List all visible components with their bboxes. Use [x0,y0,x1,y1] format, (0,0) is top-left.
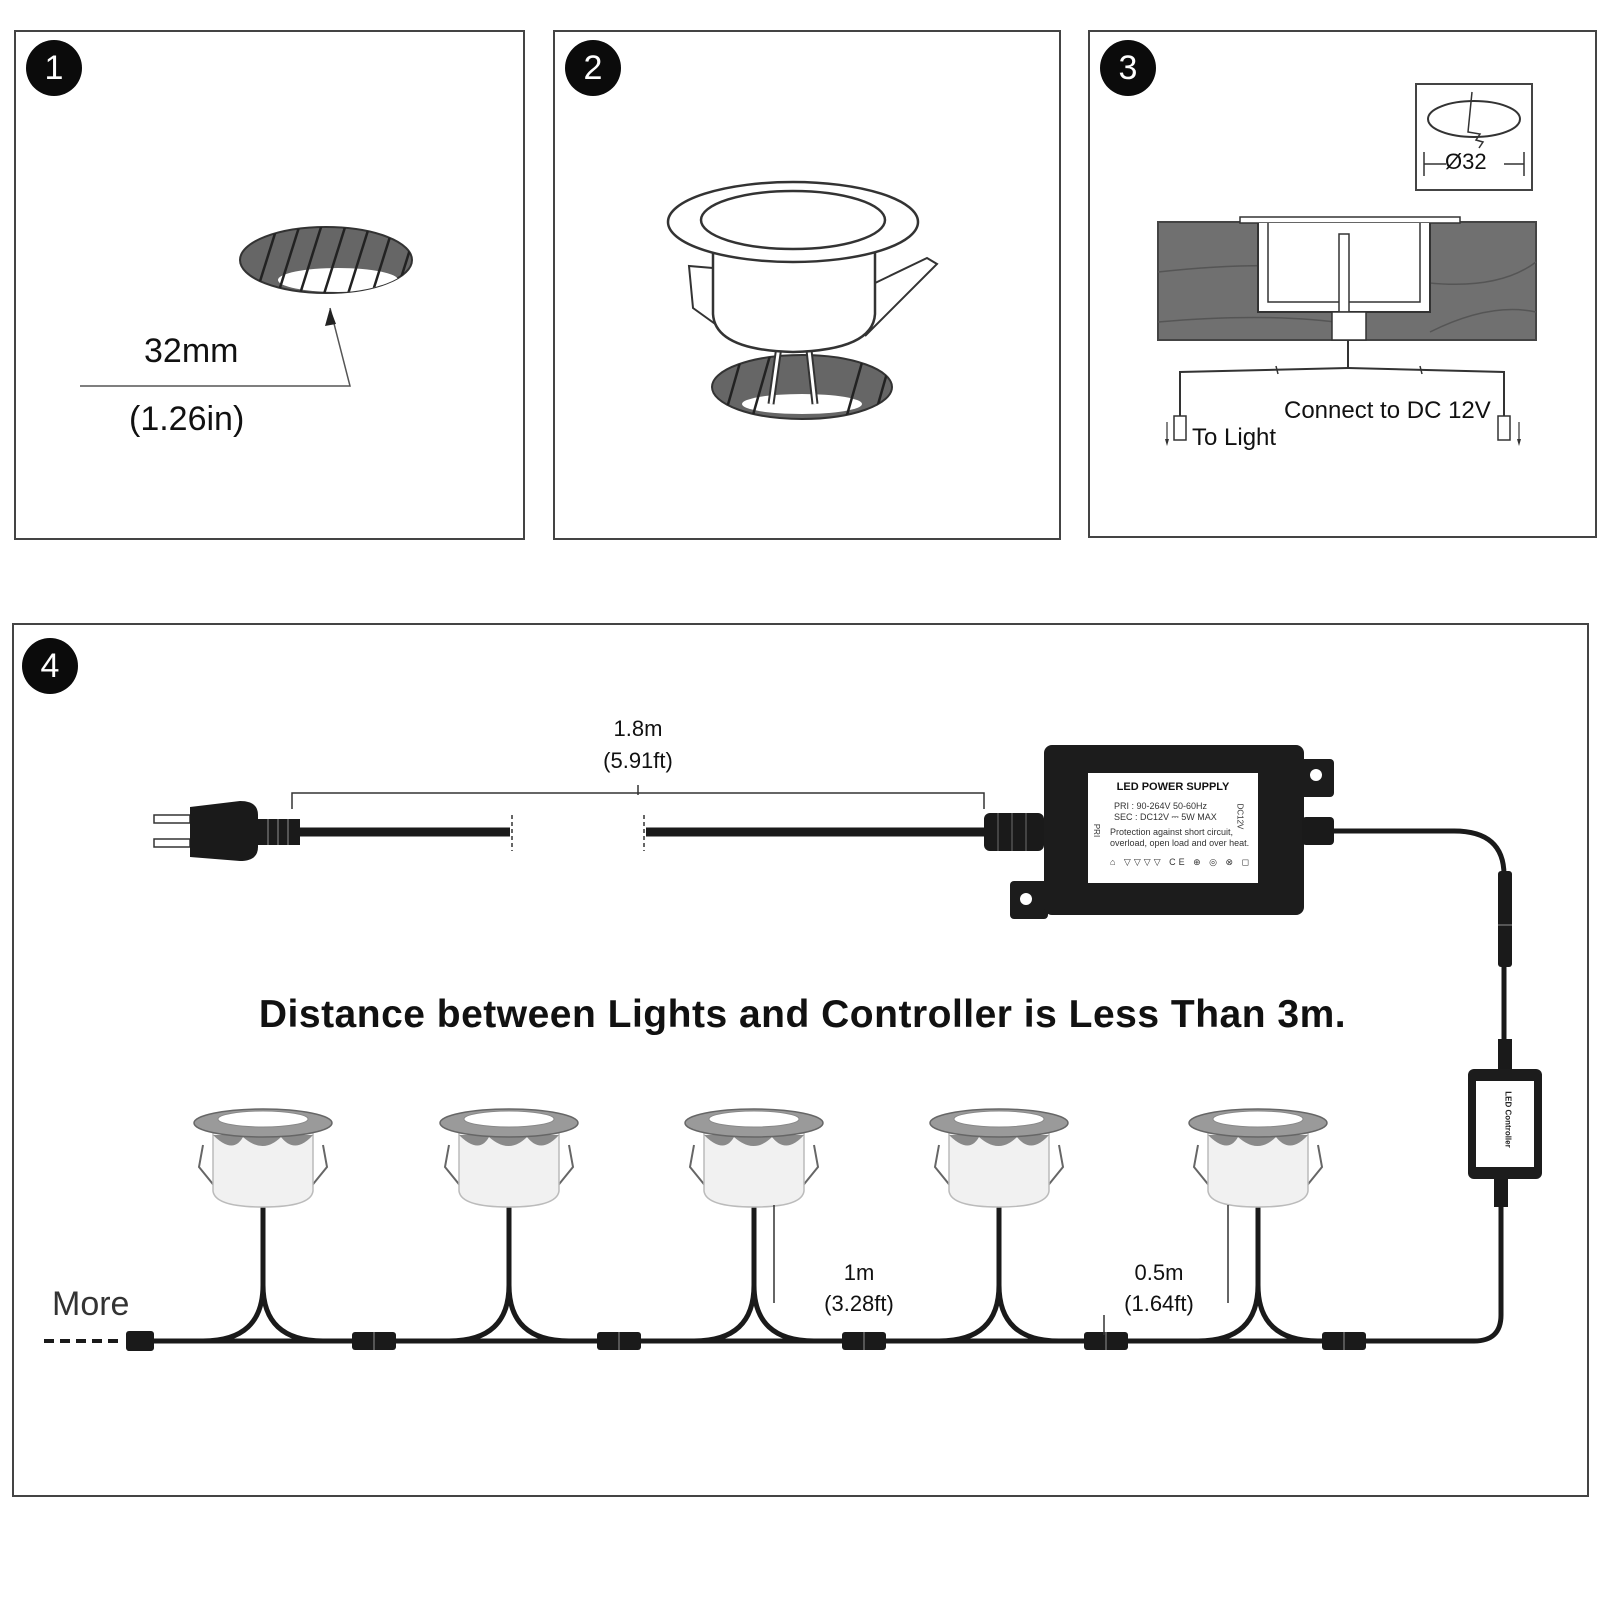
spacing-short-imperial: (1.64ft) [1124,1291,1194,1316]
deck-light-lens [463,1110,555,1128]
light-shadow [459,1135,559,1146]
deck-light-body [458,1132,560,1208]
insert-light-diagram [666,180,939,420]
deck-light-body [1207,1132,1309,1208]
step-4-badge: 4 [22,638,78,694]
power-supply-label: LED POWER SUPPLY PRI : 90-264V 50-60Hz S… [1088,773,1258,883]
light-body [711,240,877,354]
cable-length-imperial: (5.91ft) [603,748,673,773]
deck-light-body [948,1132,1050,1208]
spacing-long-metric: 1m [843,1260,875,1285]
power-supply-output-label: DC12V [1235,803,1245,830]
deck-light-body [703,1132,805,1208]
certification-icons: ⌂ ▽▽▽▽ CE ⊕ ◎ ⊗ ◻ [1110,857,1253,867]
deck-light-lens [708,1110,800,1128]
light-cable-out [996,1205,1060,1344]
light-cable-in [202,1205,266,1344]
hole-diagram [80,226,413,387]
hole-size-metric: 32mm [144,332,239,370]
controller-label: LED Controller [1503,1091,1513,1148]
more-label: More [52,1285,130,1323]
step-1-panel: 1 32mm (1.26in) [14,30,525,540]
power-supply-protection-2: overload, open load and over heat. [1110,838,1250,848]
hole-diameter-label: Ø32 [1445,149,1487,174]
wiring-diagram [1157,83,1537,446]
plug-to-power [1497,415,1511,441]
power-supply-protection-1: Protection against short circuit, [1110,827,1234,837]
light-lens [699,189,887,251]
arrow-icon [325,308,336,326]
power-supply-pri: PRI : 90-264V 50-60Hz [1114,801,1208,811]
cable-length-metric: 1.8m [613,716,663,741]
led-controller [1468,1039,1542,1207]
light-cable-in [448,1205,512,1344]
power-supply-sec: SEC : DC12V ⎓ 5W MAX [1114,812,1217,822]
light-cable-in [693,1205,757,1344]
light-shadow [1208,1135,1308,1146]
installation-layout [44,745,1542,1351]
step-4-panel: 4 [12,623,1589,1497]
light-cable-out [751,1205,815,1344]
step-3-badge: 3 [1100,40,1156,96]
hole-size-imperial: (1.26in) [129,400,245,438]
power-plug [153,801,300,861]
to-light-label: To Light [1192,424,1277,451]
led-power-supply [1010,745,1334,919]
step-3-panel: 3 Ø32 To Light Connect to DC 12V [1088,30,1597,538]
deck-light-body [212,1132,314,1208]
light-cable-in [938,1205,1002,1344]
spacing-long-imperial: (3.28ft) [824,1291,894,1316]
light-cable-out [506,1205,570,1344]
light-shadow [704,1135,804,1146]
deck-light-lens [1212,1110,1304,1128]
light-cable-out [1255,1205,1319,1344]
spacing-short-metric: 0.5m [1134,1260,1184,1285]
light-shadow [213,1135,313,1146]
step-2-badge: 2 [565,40,621,96]
distance-headline: Distance between Lights and Controller i… [258,993,1347,1036]
step-1-badge: 1 [26,40,82,96]
plug-to-light [1173,415,1187,441]
power-supply-input-label: PRI [1092,823,1102,838]
deck-light-lens [217,1110,309,1128]
light-shadow [949,1135,1049,1146]
deck-light-lens [953,1110,1045,1128]
step-2-panel: 2 [553,30,1061,540]
power-supply-title: LED POWER SUPPLY [1116,781,1230,793]
connect-dc-label: Connect to DC 12V [1284,397,1491,424]
light-cable-out [260,1205,324,1344]
